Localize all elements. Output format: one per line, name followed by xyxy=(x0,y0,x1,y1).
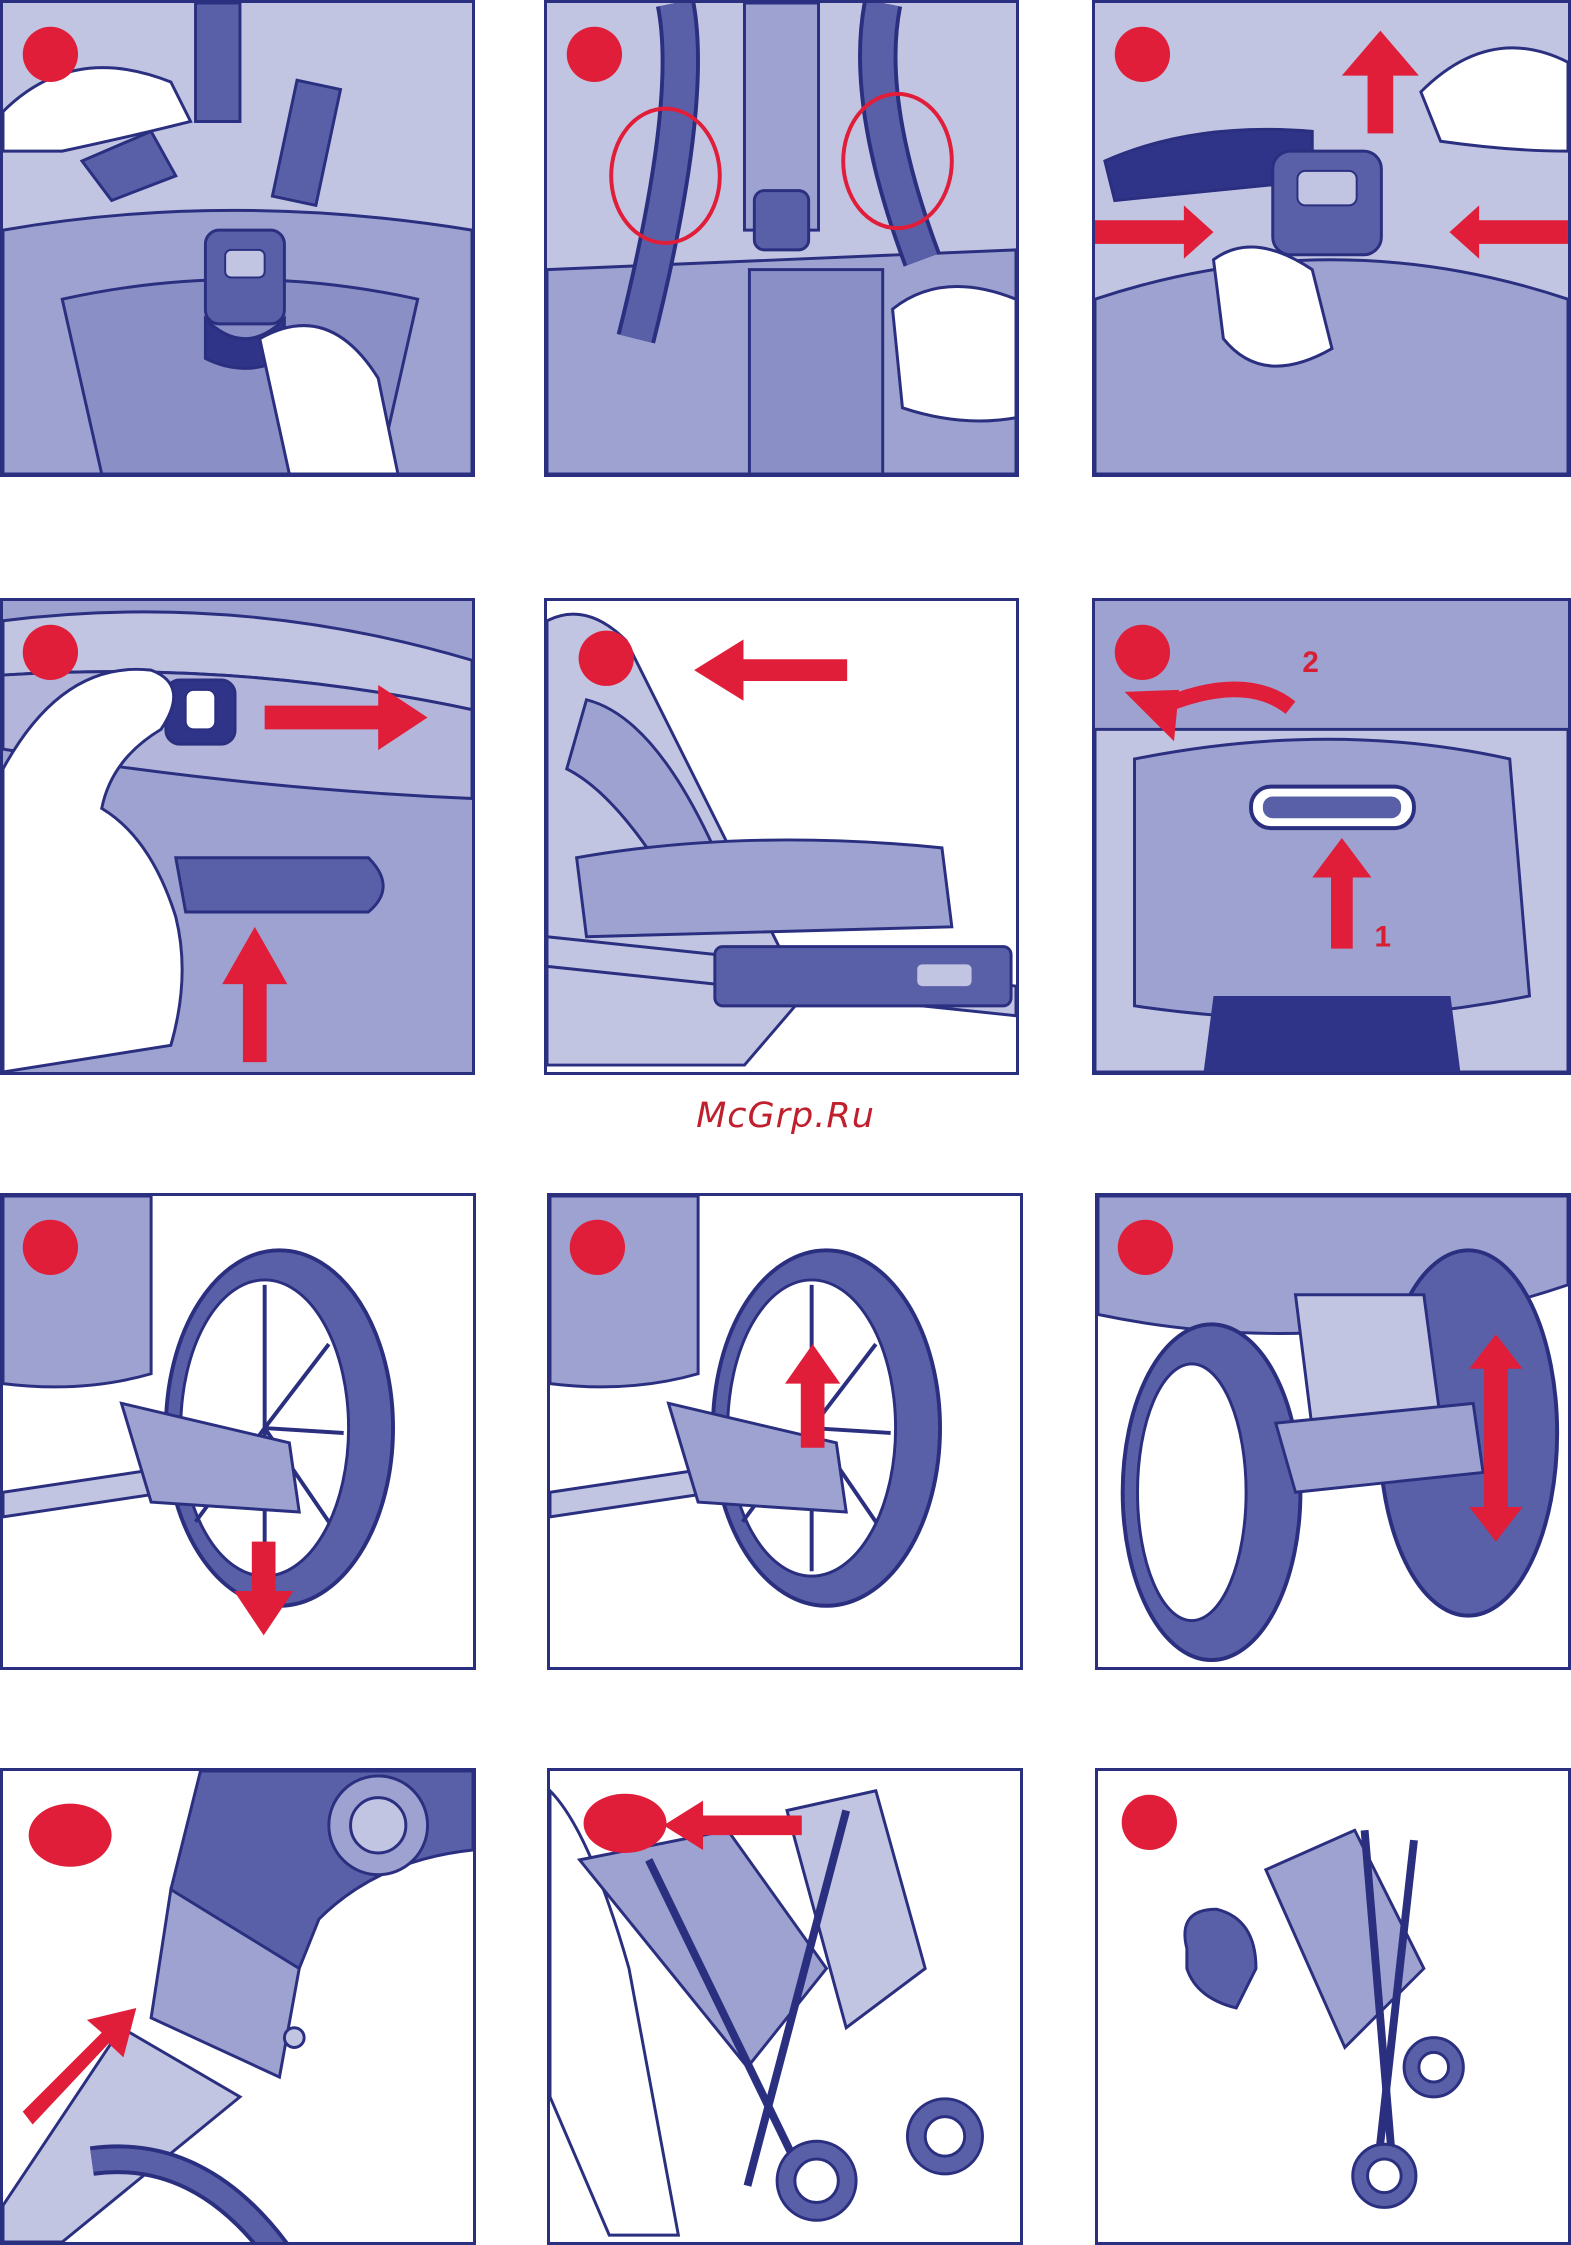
brake-release-illustration xyxy=(550,1196,1020,1667)
step-marker xyxy=(579,631,634,686)
folded-stroller-illustration xyxy=(1098,1771,1568,2242)
step-marker xyxy=(567,27,622,82)
fold-stroller-illustration xyxy=(550,1771,1020,2242)
panel-push-button xyxy=(0,598,475,1075)
swivel-wheel-illustration xyxy=(1098,1196,1568,1667)
panel-brake-engage xyxy=(0,1193,476,1670)
canopy-fold-illustration xyxy=(547,601,1016,1072)
panel-swivel-wheel xyxy=(1095,1193,1571,1670)
push-button-illustration xyxy=(3,601,472,1072)
fold-lock-illustration xyxy=(3,1771,473,2242)
shoulder-straps-illustration xyxy=(547,3,1016,474)
panel-buckle-release xyxy=(1092,0,1571,477)
step-number-2: 2 xyxy=(1302,646,1318,679)
buckle-release-illustration xyxy=(1095,3,1568,474)
step-marker xyxy=(1118,1220,1173,1275)
panel-canopy-fold xyxy=(544,598,1019,1075)
brake-engage-illustration xyxy=(3,1196,473,1667)
harness-buckle-illustration xyxy=(3,3,472,474)
seat-back-illustration: 1 2 xyxy=(1095,601,1568,1072)
panel-fold-lock xyxy=(0,1768,476,2245)
panel-seat-back: 1 2 xyxy=(1092,598,1571,1075)
panel-shoulder-straps xyxy=(544,0,1019,477)
step-number-1: 1 xyxy=(1374,921,1390,954)
panel-harness-buckle xyxy=(0,0,475,477)
panel-brake-release xyxy=(547,1193,1023,1670)
step-marker xyxy=(23,1220,78,1275)
step-marker xyxy=(570,1220,625,1275)
panel-fold-stroller xyxy=(547,1768,1023,2245)
step-marker xyxy=(1115,27,1170,82)
step-marker xyxy=(23,27,78,82)
watermark: McGrp.Ru xyxy=(0,1096,1571,1136)
step-marker xyxy=(23,625,78,680)
step-marker xyxy=(584,1794,667,1853)
panel-folded-stroller xyxy=(1095,1768,1571,2245)
step-marker xyxy=(29,1804,112,1867)
step-marker xyxy=(1122,1795,1177,1850)
step-marker xyxy=(1115,625,1170,680)
